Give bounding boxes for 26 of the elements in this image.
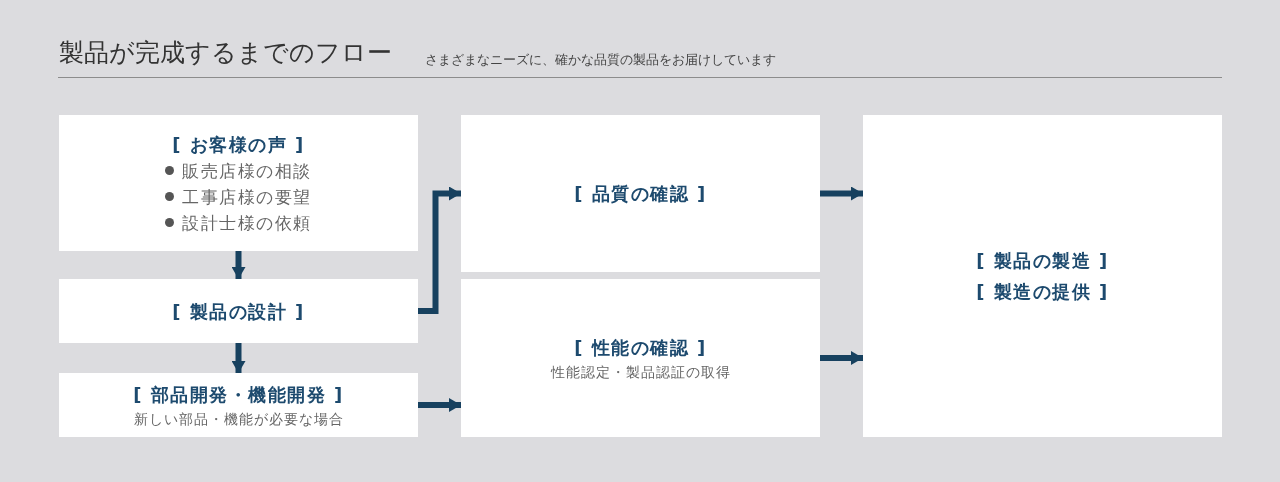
process-box	[59, 373, 418, 437]
list-item-text: 工事店様の要望	[182, 185, 312, 209]
box-heading: [ 製品の設計 ]	[172, 299, 305, 324]
box-heading: [ 性能の確認 ]	[574, 335, 707, 360]
arrow	[418, 186, 461, 314]
arrow	[820, 186, 863, 201]
arrow	[820, 351, 863, 365]
box-note: 新しい部品・機能が必要な場合	[133, 409, 344, 429]
subtitle-text: さまざまなニーズに、確かな品質の製品をお届けしています	[425, 52, 776, 68]
process-box	[461, 279, 820, 437]
box-heading: [ 部品開発・機能開発 ]	[133, 382, 344, 407]
box-heading: [ 製造の提供 ]	[976, 280, 1109, 304]
box-heading: [ お客様の声 ]	[172, 132, 305, 157]
process-box	[59, 115, 418, 251]
process-box	[461, 115, 820, 272]
arrow	[231, 251, 246, 279]
diagram-title: 製品が完成するまでのフロー	[59, 37, 392, 69]
arrow	[231, 343, 246, 373]
box-note: 性能認定・製品認証の取得	[550, 362, 731, 382]
process-box	[59, 279, 418, 343]
list-item-text: 販売店様の相談	[182, 159, 312, 183]
process-box	[863, 115, 1222, 437]
arrow	[418, 398, 461, 412]
box-heading: [ 品質の確認 ]	[574, 182, 707, 206]
box-heading: [ 製品の製造 ]	[976, 249, 1109, 273]
list-item-text: 設計士様の依頼	[182, 211, 312, 235]
